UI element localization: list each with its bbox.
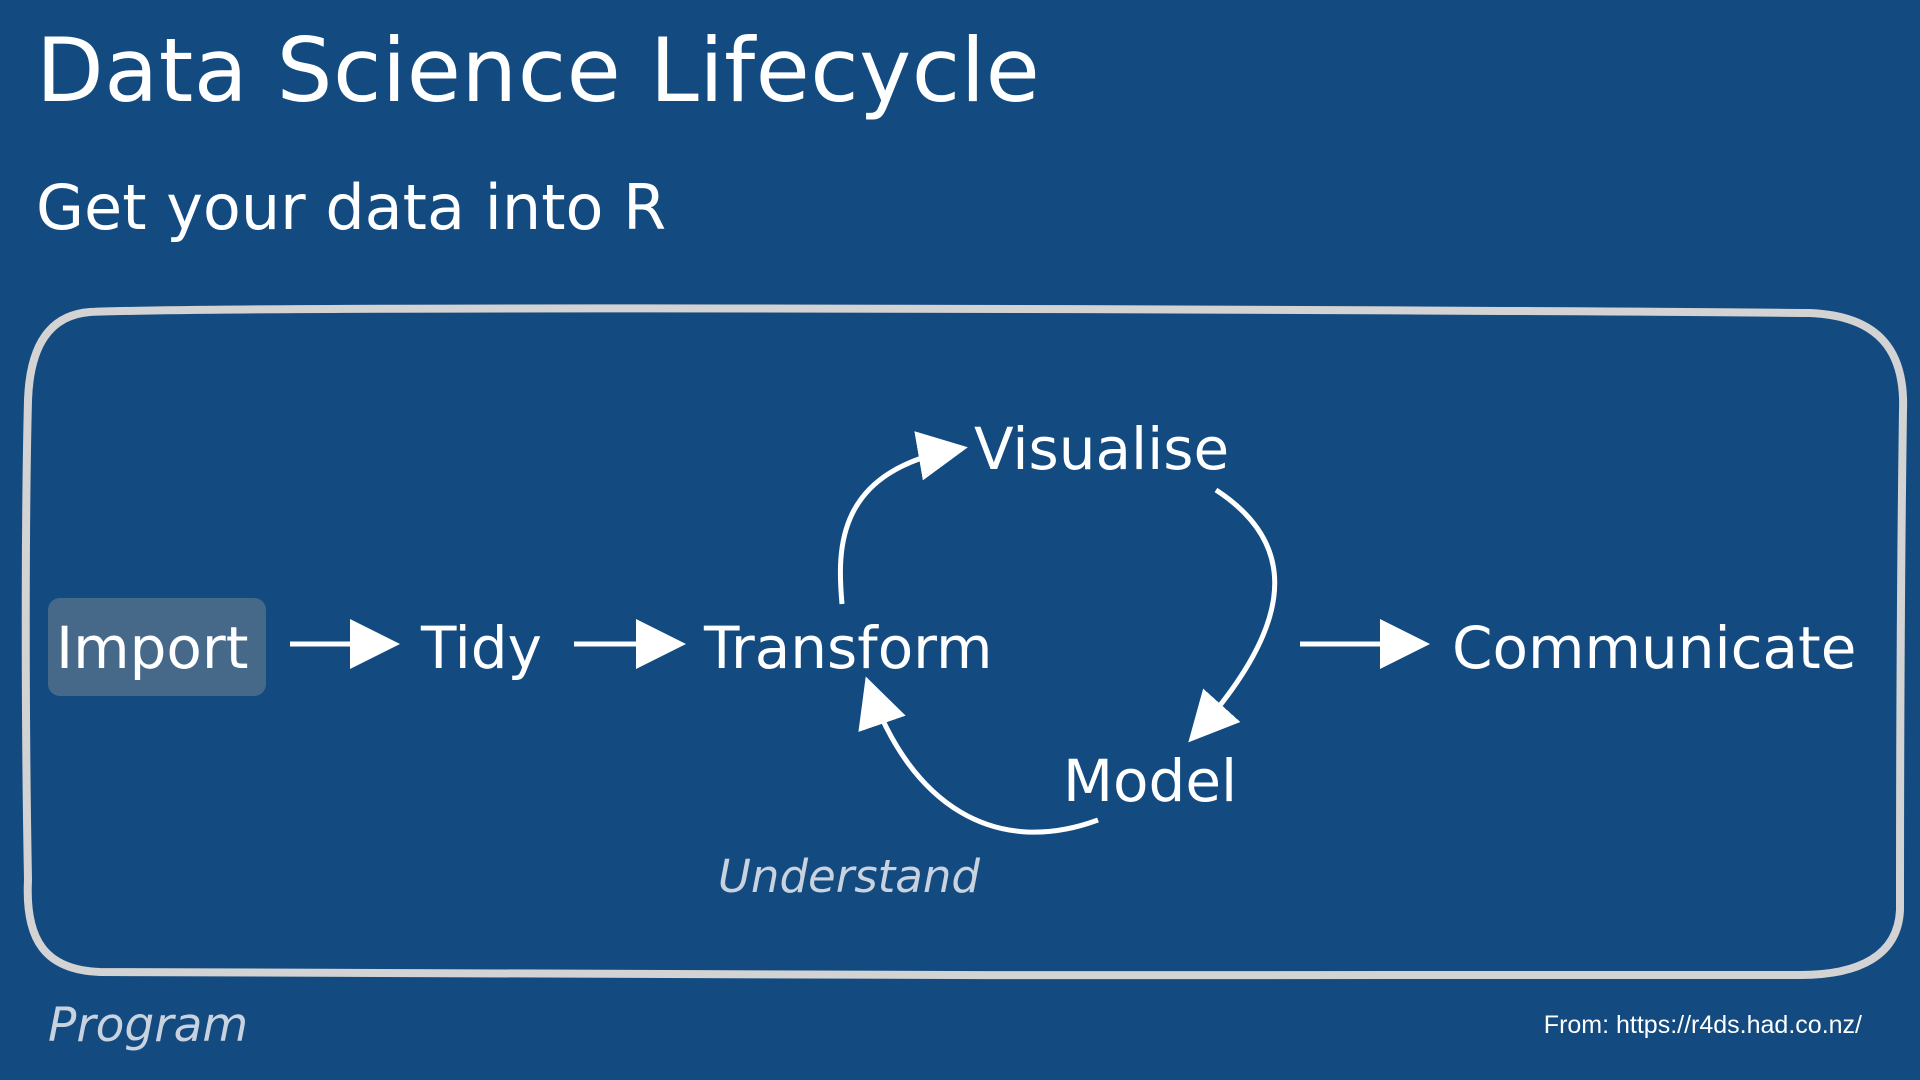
node-import: Import bbox=[56, 614, 249, 682]
source-citation: From: https://r4ds.had.co.nz/ bbox=[1543, 1011, 1862, 1039]
slide-subtitle: Get your data into R bbox=[36, 171, 667, 244]
program-frame bbox=[21, 304, 1908, 980]
node-visualise: Visualise bbox=[974, 415, 1230, 483]
import-highlight bbox=[48, 598, 266, 696]
slide-title: Data Science Lifecycle bbox=[36, 19, 1041, 122]
arrow-model-transform bbox=[858, 676, 1099, 835]
node-model: Model bbox=[1063, 747, 1238, 815]
arrow-visualise-model bbox=[1188, 487, 1278, 743]
group-understand-label: Understand bbox=[718, 850, 980, 903]
node-communicate: Communicate bbox=[1452, 614, 1857, 682]
node-tidy: Tidy bbox=[421, 614, 542, 682]
node-transform: Transform bbox=[704, 614, 993, 682]
group-program-label: Program bbox=[48, 998, 249, 1053]
arrow-transform-visualise bbox=[837, 431, 968, 605]
